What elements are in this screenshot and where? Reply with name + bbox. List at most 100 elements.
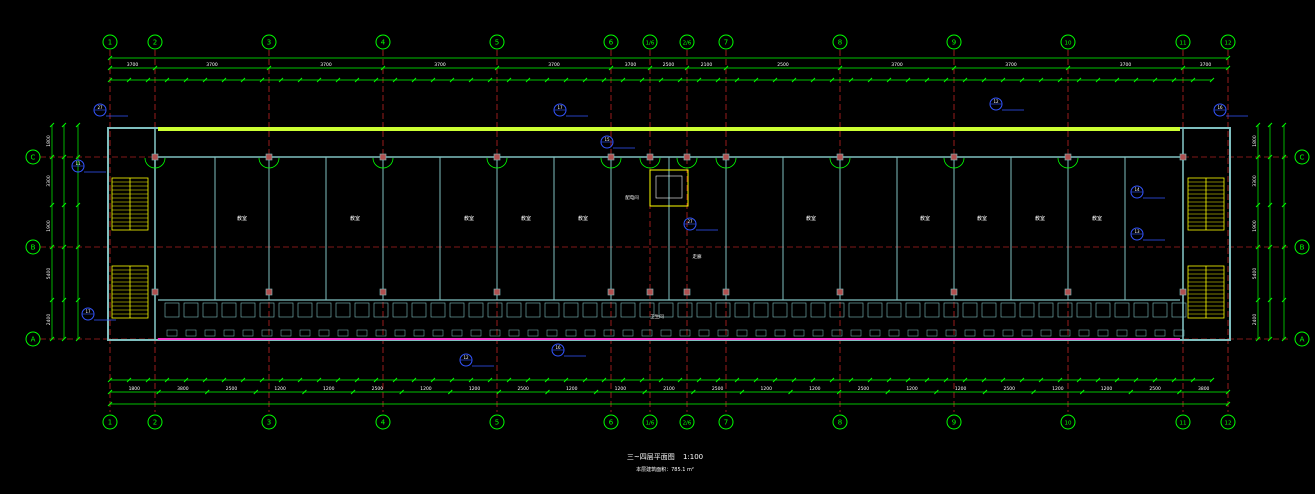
axis-label-col: 3: [267, 419, 271, 427]
axis-bubble-row: [25, 149, 41, 165]
dim-left-2-tick: [75, 202, 81, 208]
lavatory-cell: [1019, 302, 1035, 318]
window-unit: [926, 329, 938, 337]
dim-top-sub-tick: [544, 77, 550, 83]
dim-bottom-tick: [982, 389, 988, 395]
stair-right-lower: [1187, 265, 1225, 319]
dim-right-0-label: 1800: [1252, 135, 1258, 147]
dim-bottom-sub-tick: [278, 377, 284, 383]
dim-bottom-sub-tick: [924, 377, 930, 383]
room-label-electrical: 配电间: [625, 194, 639, 201]
door-swing: [382, 157, 394, 169]
door-swing: [144, 157, 156, 169]
dim-bottom-sub-tick: [544, 377, 550, 383]
room-label: 教室: [1035, 215, 1045, 222]
dim-bottom-sub-tick: [677, 377, 683, 383]
structural-column: [683, 153, 691, 161]
dim-bottom-sub-tick: [1133, 377, 1139, 383]
dim-bottom-sub-tick: [582, 377, 588, 383]
dim-top-sub-tick: [1095, 77, 1101, 83]
window-unit: [755, 329, 767, 337]
dim-bottom-sub-tick: [772, 377, 778, 383]
dim-bottom-sub-tick: [164, 377, 170, 383]
dim-bottom-sub-tick: [430, 377, 436, 383]
dim-bottom-sub-tick: [107, 377, 113, 383]
dim-top-sub-tick: [696, 77, 702, 83]
dim-bottom-sub-tick: [886, 377, 892, 383]
axis-label-col: 8: [838, 39, 842, 47]
dim-bottom-sub-tick: [563, 377, 569, 383]
dim-left-0-tick: [49, 154, 55, 160]
lavatory-cell: [582, 302, 598, 318]
dim-top-sub-tick: [962, 77, 968, 83]
lavatory-cell: [1038, 302, 1054, 318]
dim-right-1-tick: [1267, 122, 1273, 128]
dim-top-sub-tick: [639, 77, 645, 83]
dim-bottom-tick: [399, 389, 405, 395]
dim-bottom-tick: [933, 389, 939, 395]
dim-top-sub-tick: [601, 77, 607, 83]
axis-label-row: A: [31, 336, 36, 344]
axis-bubble-row: [25, 239, 41, 255]
dim-bottom-sub-tick: [449, 377, 455, 383]
room-label: 教室: [920, 215, 930, 222]
axis-label-col: 2/6: [683, 41, 692, 47]
dim-bottom-tick: [788, 389, 793, 395]
dim-right-0-tick: [1255, 336, 1261, 342]
structural-column: [493, 288, 501, 296]
dim-bottom-label: 1800: [129, 386, 141, 392]
window-unit: [1059, 329, 1071, 337]
axis-bubble-col: [603, 34, 619, 50]
door-swing: [486, 157, 498, 169]
lavatory-cell: [1152, 302, 1168, 318]
dim-right-2-tick: [1281, 122, 1287, 128]
tag-number: 27: [687, 219, 693, 224]
dim-top-label: 3700: [434, 62, 446, 68]
lavatory-cell: [316, 302, 332, 318]
lavatory-cell: [867, 302, 883, 318]
lavatory-cell: [430, 302, 446, 318]
window-unit: [489, 329, 501, 337]
dim-total-bottom-tick: [1225, 401, 1231, 407]
dim-bottom-label: 2500: [226, 386, 238, 392]
dim-top-sub-tick: [1076, 77, 1082, 83]
dim-left-0-tick: [49, 336, 55, 342]
dim-top-sub-tick: [221, 77, 227, 83]
room-label: 教室: [806, 215, 816, 222]
dim-bottom-tick: [107, 389, 113, 395]
lavatory-cell: [829, 302, 845, 318]
axis-bubble-col: [489, 414, 505, 430]
lavatory-cell: [753, 302, 769, 318]
dim-bottom-sub-tick: [1190, 377, 1196, 383]
axis-label-col: 1: [108, 419, 112, 427]
dim-right-1-tick: [1267, 336, 1273, 342]
dim-left-1-tick: [61, 122, 67, 128]
axis-label-col: 10: [1065, 421, 1072, 427]
window-unit: [1116, 329, 1128, 337]
axis-bubble-col: [147, 414, 163, 430]
tag-number: 12: [993, 99, 999, 104]
dim-bottom-sub-tick: [1038, 377, 1044, 383]
axis-grid: 1122334455661/61/62/62/67788991010111112…: [25, 34, 1310, 430]
door-swing: [258, 157, 270, 169]
dim-bottom-sub-tick: [1076, 377, 1082, 383]
dim-bottom-sub-tick: [962, 377, 968, 383]
dim-top-sub-tick: [810, 77, 816, 83]
dim-right-2-tick: [1281, 244, 1287, 250]
door-swing: [829, 157, 841, 169]
door-swing: [953, 157, 965, 169]
dim-bottom-sub-tick: [335, 377, 341, 383]
dim-top-sub-tick: [715, 77, 721, 83]
drawing-title-text: 三~四层平面图: [626, 453, 675, 461]
dim-top-sub-tick: [981, 77, 987, 83]
dim-bottom-sub-tick: [259, 377, 265, 383]
axis-bubble-col: [832, 414, 848, 430]
dim-bottom-tick: [156, 389, 161, 395]
window-unit: [907, 329, 919, 337]
dim-left-1-tick: [61, 154, 67, 160]
dim-bottom-sub-tick: [487, 377, 493, 383]
stair-left-lower: [111, 265, 149, 319]
dim-bottom-label: 2500: [517, 386, 529, 392]
structural-column: [950, 153, 958, 161]
tag-number: 11: [75, 161, 81, 166]
